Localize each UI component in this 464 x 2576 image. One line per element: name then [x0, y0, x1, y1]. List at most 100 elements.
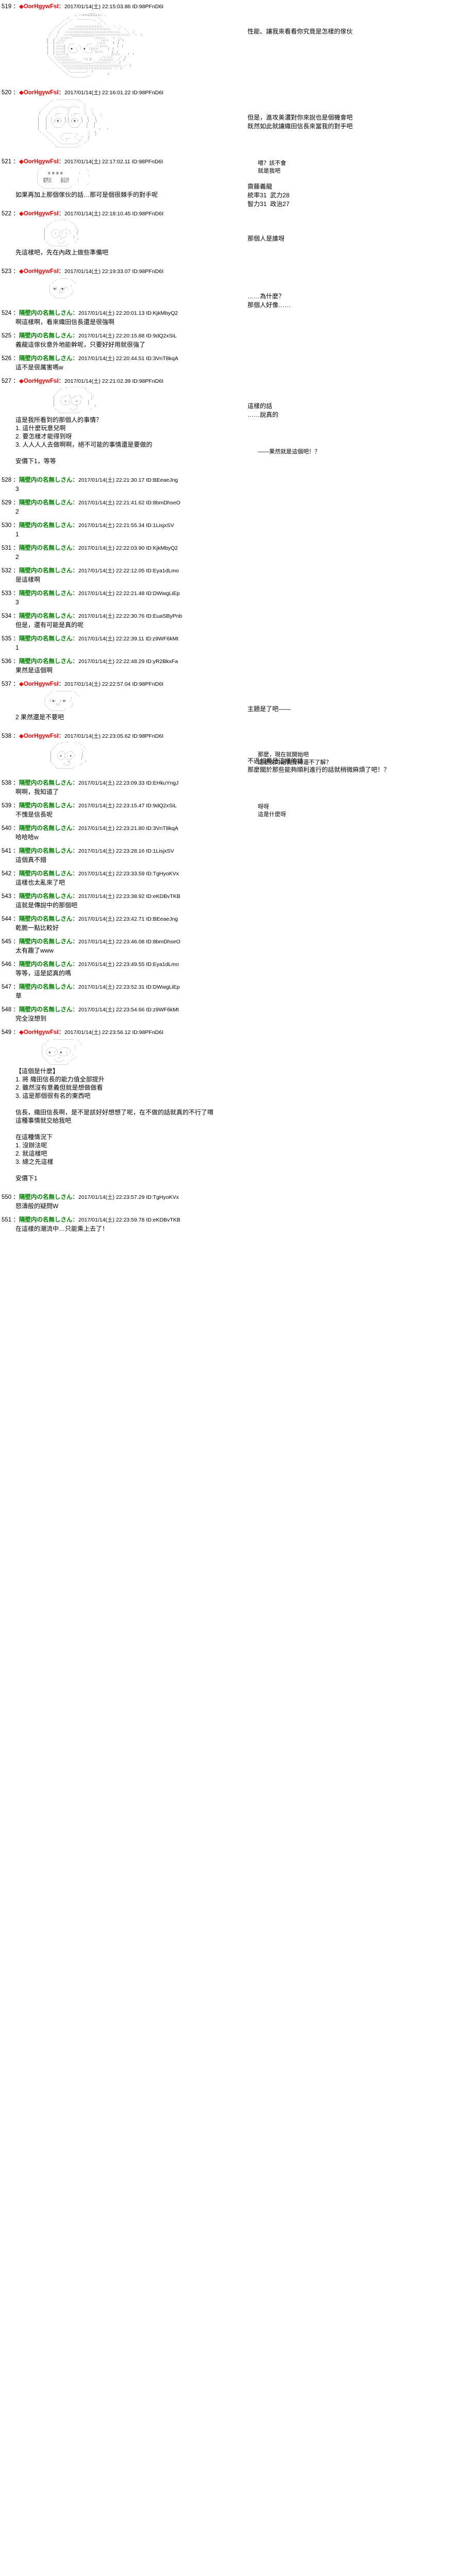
post-spacer — [0, 843, 464, 848]
post-author-name[interactable]: 隔壁内の名無しさん — [19, 1217, 73, 1224]
post: 537 ：◆OorHgywFsI：2017/01/14(土) 22:22:57.… — [0, 681, 464, 766]
post-header: 546 ：隔壁内の名無しさん：2017/01/14(土) 22:23:49.55… — [0, 961, 464, 969]
post-author-name[interactable]: 隔壁内の名無しさん — [19, 961, 73, 968]
post-author-name[interactable]: ◆OorHgywFsI — [19, 378, 59, 384]
post-author-name[interactable]: 隔壁内の名無しさん — [19, 332, 73, 339]
separator: ： — [58, 681, 64, 687]
post-timestamp: 2017/01/14(土) 22:23:21.80 — [78, 825, 146, 832]
post-author-name[interactable]: 隔壁内の名無しさん — [19, 355, 73, 362]
post-user-id: ID:98PFnD6I — [132, 1029, 164, 1036]
post-author-name[interactable]: 隔壁内の名無しさん — [19, 939, 73, 945]
separator: ： — [11, 567, 19, 574]
post-user-id: ID:1LisjxSV — [146, 522, 174, 529]
dialogue-bubble: ……為什麼？ 那個人好像…… — [247, 293, 291, 309]
separator: ： — [72, 1217, 78, 1224]
post-user-id: ID:EuaSByPnb — [146, 613, 183, 619]
post-user-id: ID:eKDBvTKB — [146, 1217, 180, 1224]
separator: ： — [72, 522, 78, 529]
post-author-name[interactable]: ◆OorHgywFsI — [19, 1029, 59, 1036]
post-author-name[interactable]: 隔壁内の名無しさん — [19, 893, 73, 900]
separator: ： — [11, 268, 19, 275]
post-header: 526 ：隔壁内の名無しさん：2017/01/14(土) 22:20:44.51… — [0, 355, 464, 363]
separator: ： — [11, 871, 19, 877]
post-author-name[interactable]: 隔壁内の名無しさん — [19, 871, 73, 877]
post-header: 538 ：隔壁内の名無しさん：2017/01/14(土) 22:23:09.33… — [0, 779, 464, 787]
separator: ： — [72, 803, 78, 809]
post-body: 草 — [15, 992, 22, 999]
ascii-art-aa_face_5: ,. - ‐ ‐ ‐ - ､ ／ ＼ ／ ＼ ,' ,. -､ ,. -､ ',… — [53, 386, 96, 414]
post-number: 544 — [2, 916, 12, 922]
post-author-name[interactable]: 隔壁内の名無しさん — [19, 522, 73, 529]
post-number: 519 — [2, 4, 12, 10]
post-user-id: ID:98PFnD6I — [132, 268, 164, 275]
post-spacer — [0, 608, 464, 613]
post-author-name[interactable]: 隔壁内の名無しさん — [19, 825, 73, 832]
post-user-id: ID:8bmDhseO — [146, 939, 180, 945]
post-timestamp: 2017/01/14(土) 22:23:05.62 — [64, 733, 132, 739]
post-spacer — [0, 821, 464, 825]
post-spacer — [0, 911, 464, 916]
post-number: 537 — [2, 681, 12, 687]
separator: ： — [58, 378, 64, 384]
post-body: 1 — [15, 530, 19, 538]
post-user-id: ID:98PFnD6I — [132, 211, 164, 217]
post-timestamp: 2017/01/14(土) 22:23:56.12 — [64, 1029, 132, 1036]
post-spacer — [0, 518, 464, 522]
post-spacer — [0, 979, 464, 984]
post-header: 549 ：◆OorHgywFsI：2017/01/14(土) 22:23:56.… — [0, 1029, 464, 1037]
post-body: 果然是這個啊 — [15, 666, 53, 674]
post-author-name[interactable]: 隔壁内の名無しさん — [19, 916, 73, 922]
post-number: 546 — [2, 961, 12, 968]
post-author-name[interactable]: 隔壁内の名無しさん — [19, 848, 73, 854]
separator: ： — [11, 635, 19, 642]
post-timestamp: 2017/01/14(土) 22:22:21.48 — [78, 590, 146, 597]
post-spacer — [0, 889, 464, 893]
post-author-name[interactable]: ◆OorHgywFsI — [19, 89, 59, 96]
separator: ： — [58, 211, 64, 217]
post-author-name[interactable]: 隔壁内の名無しさん — [19, 310, 73, 316]
post-author-name[interactable]: ◆OorHgywFsI — [19, 4, 59, 10]
post-user-id: ID:EHkuYngJ — [146, 780, 179, 786]
post-author-name[interactable]: 隔壁内の名無しさん — [19, 780, 73, 786]
ascii-art-row: ,. -‐ ￣ ‐- ､ ／ ＼ ／ ＼ ,' ＿ ＿ ', | ／ ＼／ ＼ … — [0, 741, 464, 818]
post-author-name[interactable]: 隔壁内の名無しさん — [19, 613, 73, 619]
dialogue-bubble: 性能、讓我來看看你究竟是怎樣的傢伙 — [247, 28, 353, 35]
post-timestamp: 2017/01/14(土) 22:23:33.59 — [78, 871, 146, 877]
post-number: 523 — [2, 268, 12, 275]
post-author-name[interactable]: ◆OorHgywFsI — [19, 211, 59, 217]
post-timestamp: 2017/01/14(土) 22:20:44.51 — [78, 355, 146, 362]
post-author-name[interactable]: ◆OorHgywFsI — [19, 268, 59, 275]
post-header: 529 ：隔壁内の名無しさん：2017/01/14(土) 22:21:41.62… — [0, 499, 464, 507]
post-author-name[interactable]: ◆OorHgywFsI — [19, 733, 59, 739]
post-header: 522 ：◆OorHgywFsI：2017/01/14(土) 22:18:10.… — [0, 210, 464, 218]
post-author-name[interactable]: 隔壁内の名無しさん — [19, 984, 73, 990]
post-author-name[interactable]: 隔壁内の名無しさん — [19, 803, 73, 809]
separator: ： — [11, 848, 19, 854]
post: 525 ：隔壁内の名無しさん：2017/01/14(土) 22:20:15.88… — [0, 332, 464, 350]
post-author-name[interactable]: 隔壁内の名無しさん — [19, 499, 73, 506]
dialogue-bubble: 齋藤義龍 統率31 武力28 智力31 政治27 — [247, 183, 290, 208]
post-author-name[interactable]: 隔壁内の名無しさん — [19, 590, 73, 597]
post-author-name[interactable]: 隔壁内の名無しさん — [19, 545, 73, 551]
post-user-id: ID:3VnT8kqA — [146, 825, 178, 832]
post-body: 這樣也太亂來了吧 — [15, 879, 65, 886]
post-user-id: ID:9dQ2xSiL — [146, 803, 177, 809]
post-author-name[interactable]: ◆OorHgywFsI — [19, 681, 59, 687]
post-author-name[interactable]: 隔壁内の名無しさん — [19, 1007, 73, 1013]
post-author-name[interactable]: 隔壁内の名無しさん — [19, 658, 73, 665]
separator: ： — [58, 268, 64, 275]
post-author-name[interactable]: ◆OorHgywFsI — [19, 159, 59, 165]
post-author-name[interactable]: 隔壁内の名無しさん — [19, 1194, 73, 1201]
dialogue-bubble-secondary: ——果然就是這個吧！？ — [258, 448, 320, 455]
post-number: 531 — [2, 545, 12, 551]
post: 542 ：隔壁内の名無しさん：2017/01/14(土) 22:23:33.59… — [0, 870, 464, 888]
post-timestamp: 2017/01/14(土) 22:19:33.07 — [64, 268, 132, 275]
post-author-name[interactable]: 隔壁内の名無しさん — [19, 635, 73, 642]
post-number: 527 — [2, 378, 12, 384]
post-number: 545 — [2, 939, 12, 945]
post-author-name[interactable]: 隔壁内の名無しさん — [19, 477, 73, 483]
post-author-name[interactable]: 隔壁内の名無しさん — [19, 567, 73, 574]
ascii-art-row: ／￣￣￣￣￣￣￣￣￣￣＼ ／ ＼ ｜ 齋 藤 義 龍 ｜ ｜ ｜ ｜ 統率31 … — [0, 167, 464, 208]
post-header: 530 ：隔壁内の名無しさん：2017/01/14(土) 22:21:55.34… — [0, 522, 464, 530]
post-header: 525 ：隔壁内の名無しさん：2017/01/14(土) 22:20:15.88… — [0, 332, 464, 340]
